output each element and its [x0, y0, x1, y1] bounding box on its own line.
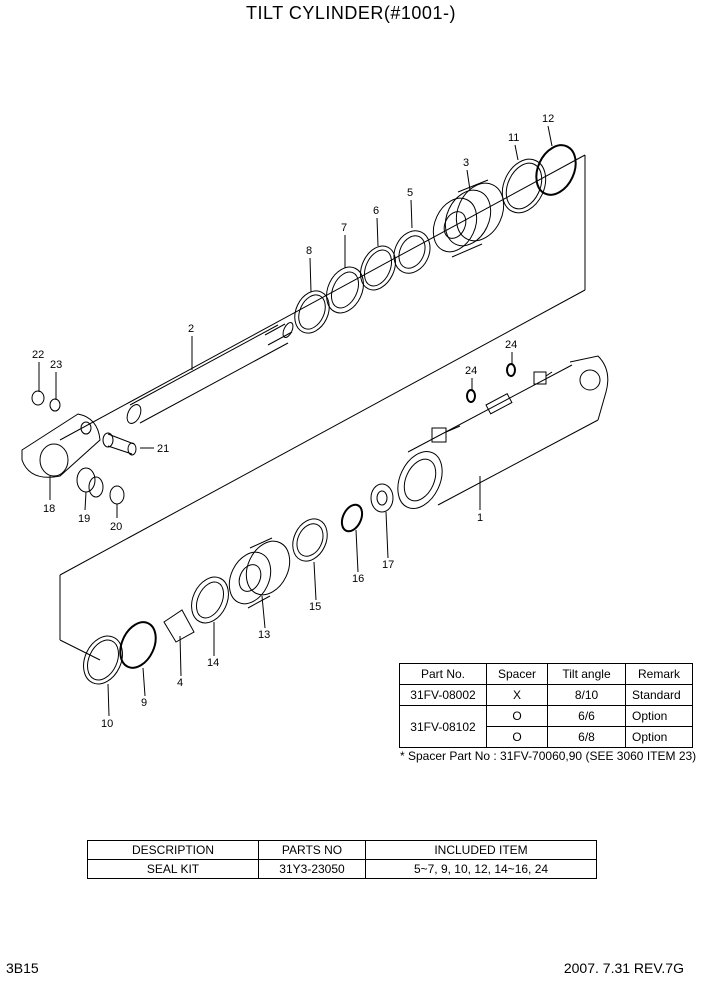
callout-labels: 12 11 3 5 6 7 8 2 22 23 21 24 24 1 18 19…	[32, 113, 554, 730]
part-14-piston-seal	[191, 576, 229, 624]
part-9-o-ring	[119, 621, 157, 669]
table-row: SEAL KIT 31Y3-23050 5~7, 9, 10, 12, 14~1…	[87, 859, 597, 879]
header-parts-no: PARTS NO	[258, 840, 366, 860]
callout-4: 4	[177, 677, 183, 689]
header-tilt-angle: Tilt angle	[547, 663, 626, 685]
part-19-bushing	[76, 467, 104, 498]
part-20-snap-ring	[109, 485, 125, 505]
part-5-bushing	[393, 230, 431, 274]
part-13-piston	[228, 537, 291, 609]
header-description: DESCRIPTION	[87, 840, 259, 860]
assembly-frame-lines	[59, 154, 586, 661]
callout-2: 2	[188, 323, 194, 335]
leader-lines	[38, 125, 553, 717]
part-11-backup-ring	[501, 158, 547, 214]
callout-23: 23	[50, 359, 62, 371]
callout-3: 3	[463, 157, 469, 169]
part-12-o-ring	[535, 144, 577, 196]
callout-8: 8	[306, 245, 312, 257]
seal-kit-table: DESCRIPTION PARTS NO INCLUDED ITEM SEAL …	[87, 840, 597, 879]
part-1-cylinder-tube	[397, 355, 609, 509]
callout-24b: 24	[505, 339, 517, 351]
callout-18: 18	[43, 503, 55, 515]
callout-7: 7	[341, 222, 347, 234]
part-15-wear-ring	[292, 518, 328, 562]
table-header-row: DESCRIPTION PARTS NO INCLUDED ITEM	[87, 840, 597, 860]
callout-10: 10	[101, 718, 113, 730]
cell-spacer: O	[486, 726, 548, 748]
callout-5: 5	[407, 187, 413, 199]
table-row: 31FV-08102 O 6/6 Option	[399, 705, 693, 748]
header-spacer: Spacer	[486, 663, 548, 685]
callout-12: 12	[542, 113, 554, 125]
cell-tilt-angle: 6/8	[547, 726, 626, 748]
part-16-o-ring	[340, 503, 364, 533]
cell-remark: Option	[625, 726, 693, 748]
table-row: 31FV-08002 X 8/10 Standard	[399, 684, 693, 706]
cell-tilt-angle: 6/6	[547, 705, 626, 727]
callout-13: 13	[258, 629, 270, 641]
callout-22: 22	[32, 349, 44, 361]
cell-part-no: 31FV-08102	[399, 705, 487, 748]
callout-14: 14	[207, 657, 219, 669]
callout-1: 1	[477, 512, 483, 524]
cell-spacer: O	[486, 705, 548, 727]
header-part-no: Part No.	[399, 663, 487, 685]
callout-6: 6	[373, 205, 379, 217]
part-6-rod-seal	[360, 245, 396, 291]
part-22-nut	[31, 390, 45, 406]
callout-9: 9	[141, 697, 147, 709]
spacer-spec-table: Part No. Spacer Tilt angle Remark 31FV-0…	[399, 663, 693, 748]
callout-19: 19	[78, 513, 90, 525]
part-7-buffer-ring	[326, 266, 364, 314]
cell-spacer: X	[486, 684, 548, 706]
part-4-sleeve	[163, 609, 195, 643]
part-8-wiper-ring	[294, 290, 330, 334]
part-3-gland	[432, 179, 505, 258]
callout-11: 11	[508, 132, 519, 144]
cell-included-item: 5~7, 9, 10, 12, 14~16, 24	[365, 859, 597, 879]
part-24-o-ring-b	[506, 363, 516, 377]
cell-remark: Standard	[625, 684, 693, 706]
part-21-bolt	[102, 432, 137, 456]
part-18-rod-eye	[21, 413, 101, 478]
revision-label: 2007. 7.31 REV.7G	[563, 960, 684, 976]
cell-parts-no: 31Y3-23050	[258, 859, 366, 879]
part-2-piston-rod	[126, 322, 294, 424]
callout-16: 16	[352, 573, 364, 585]
table-header-row: Part No. Spacer Tilt angle Remark	[399, 663, 693, 685]
cell-tilt-angle: 8/10	[547, 684, 626, 706]
cell-remark: Option	[625, 705, 693, 727]
callout-24a: 24	[465, 365, 477, 377]
callout-17: 17	[382, 559, 394, 571]
header-included-item: INCLUDED ITEM	[365, 840, 597, 860]
callout-20: 20	[110, 521, 122, 533]
callout-15: 15	[309, 601, 321, 613]
page-code: 3B15	[6, 960, 39, 976]
cell-part-no: 31FV-08002	[399, 684, 487, 706]
part-23-washer	[49, 398, 61, 412]
page-title: TILT CYLINDER(#1001-)	[246, 3, 456, 23]
spacer-note: * Spacer Part No : 31FV-70060,90 (SEE 30…	[400, 749, 697, 763]
header-remark: Remark	[625, 663, 693, 685]
part-10-backup-ring	[83, 635, 123, 685]
callout-21: 21	[157, 443, 169, 455]
part-24-o-ring-a	[466, 389, 476, 403]
part-17-nut	[370, 483, 394, 513]
cell-description: SEAL KIT	[87, 859, 259, 879]
table-row: O 6/8 Option	[400, 726, 693, 748]
